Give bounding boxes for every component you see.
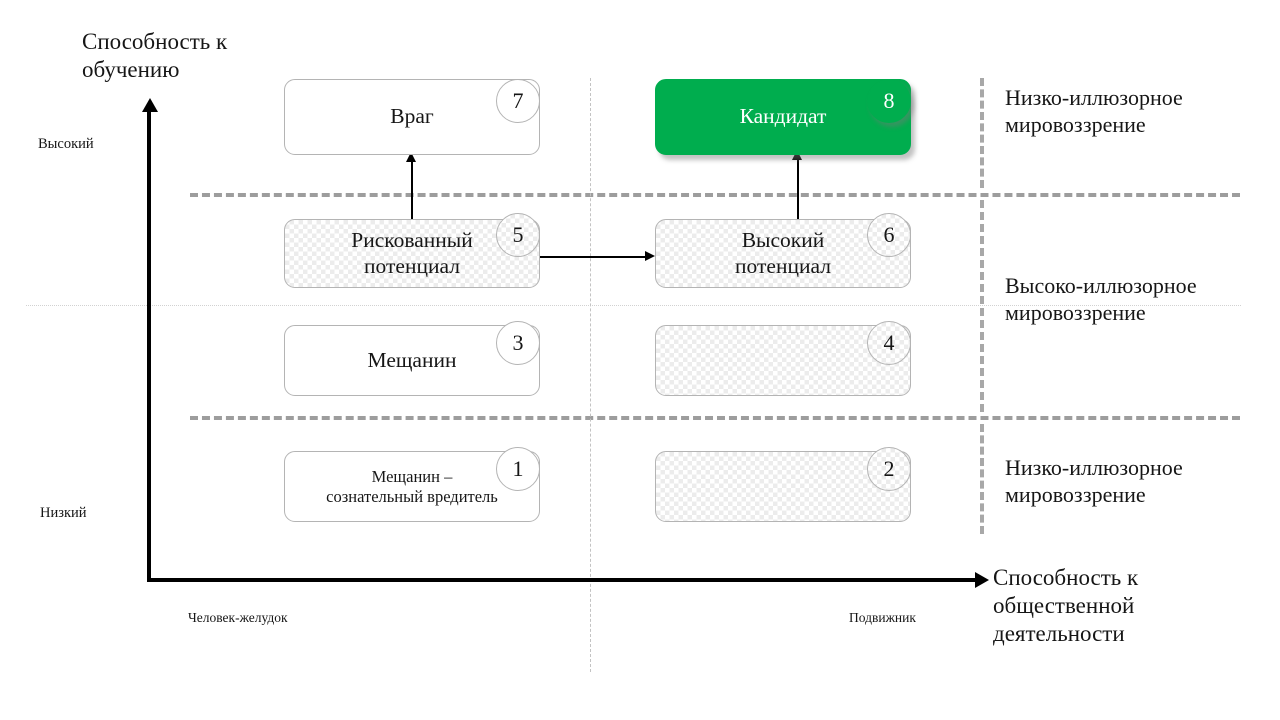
box-1-number: 1 [512,456,524,481]
connector-5-to-6-arrowhead [645,251,655,261]
box-3-number-badge: 3 [496,321,540,365]
box-3-label: Мещанин [367,347,457,372]
center-vertical-guide [590,78,591,672]
box-2-number-badge: 2 [867,447,911,491]
box-6-number: 6 [883,222,895,247]
connector-5-to-7-arrowhead [406,152,416,162]
zone-divider-top [980,78,984,188]
connector-5-to-6-line [540,256,645,258]
connector-6-to-8-line [797,160,799,219]
faint-midline [26,305,1241,306]
box-3-number: 3 [512,330,524,355]
box-4-number: 4 [883,330,895,355]
band-separator-top [190,193,1240,197]
y-axis-tick-high: Высокий [38,136,94,152]
x-axis-label-left: Человек-желудок [188,610,288,625]
box-6-number-badge: 6 [867,213,911,257]
zone-label-middle: Высоко-иллюзорное мировоззрение [1005,273,1197,325]
box-6[interactable]: Высокий потенциал [655,219,911,288]
box-5-label: Рискованный потенциал [351,228,473,278]
y-axis-arrowhead [142,98,158,112]
zone-label-top: Низко-иллюзорное мировоззрение [1005,85,1183,137]
zone-label-bottom: Низко-иллюзорное мировоззрение [1005,455,1183,507]
box-6-label: Высокий потенциал [735,228,831,278]
box-2[interactable] [655,451,911,522]
box-4-number-badge: 4 [867,321,911,365]
x-axis-title: Способность к общественной деятельности [993,565,1139,647]
box-5-number: 5 [512,222,524,247]
x-axis-line [147,578,977,582]
zone-divider-middle [980,200,984,412]
band-separator-bottom [190,416,1240,420]
box-7-number: 7 [512,88,524,113]
box-7-number-badge: 7 [496,79,540,123]
box-7-label: Враг [390,104,434,129]
box-1-number-badge: 1 [496,447,540,491]
y-axis-title: Способность к обучению [82,29,228,83]
connector-5-to-7-line [411,162,413,219]
connector-6-to-8-arrowhead [792,150,802,160]
x-axis-label-right: Подвижник [849,610,916,625]
x-axis-arrowhead [975,572,989,588]
y-axis-line [147,110,151,582]
box-8-number: 8 [883,88,895,113]
box-5-number-badge: 5 [496,213,540,257]
box-8-number-badge: 8 [867,79,911,123]
box-5[interactable]: Рискованный потенциал [284,219,540,288]
y-axis-tick-low: Низкий [40,505,87,521]
zone-divider-bottom [980,424,984,534]
box-1-label: Мещанин – сознательный вредитель [326,467,498,506]
box-8-label: Кандидат [739,104,827,129]
box-2-number: 2 [883,456,895,481]
